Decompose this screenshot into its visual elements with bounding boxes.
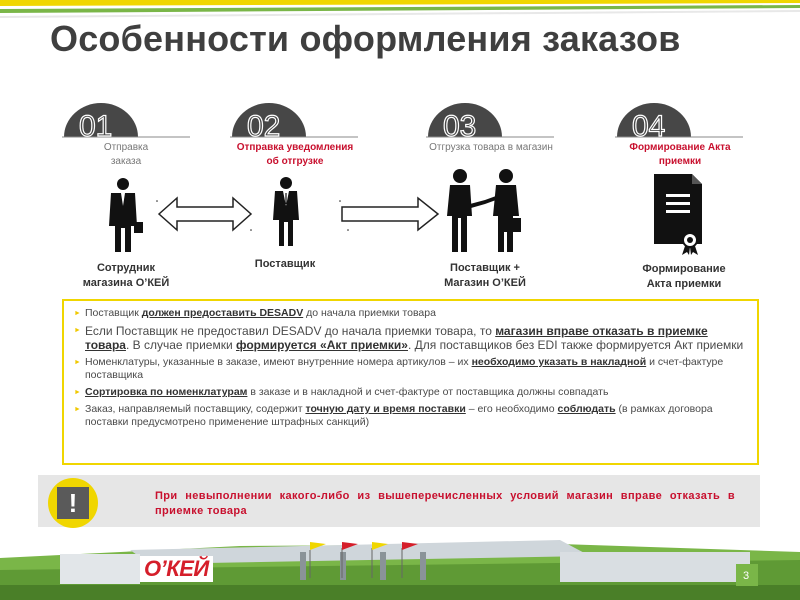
- acceptance-act-document-icon: [654, 174, 702, 255]
- list-item: Сортировка по номенклатурам в заказе и в…: [74, 386, 747, 399]
- okey-logo: О’КЕЙ: [140, 556, 213, 582]
- page-title: Особенности оформления заказов: [50, 18, 681, 59]
- step-number: 03: [443, 110, 476, 143]
- exclamation-icon: !: [57, 487, 89, 519]
- step-03: 03 Отгрузка товара в магазин: [416, 95, 566, 295]
- right-arrow-icon: [339, 196, 440, 232]
- list-item: Если Поставщик не предоставил DESADV до …: [74, 324, 747, 352]
- step-number: 01: [79, 110, 112, 143]
- step-number-badge: 03: [426, 103, 554, 144]
- top-stripes: [0, 0, 800, 18]
- double-arrow-icon: [156, 196, 253, 232]
- list-item: Номенклатуры, указанные в заказе, имеют …: [74, 356, 747, 382]
- handshake-icon: [447, 169, 521, 252]
- requirements-panel: Поставщик должен предоставить DESADV до …: [62, 299, 759, 465]
- supplier-icon: [273, 177, 299, 246]
- footer-store-illustration: [0, 540, 800, 600]
- warning-banner: ! При невыполнении какого-либо из вышепе…: [38, 475, 760, 528]
- step-number-badge: 01: [62, 103, 190, 144]
- step-number: 02: [247, 110, 280, 143]
- step-label: Отправка заказа: [103, 142, 149, 167]
- list-item: Поставщик должен предоставить DESADV до …: [74, 307, 747, 320]
- step-caption: Формирование Акта приемки: [642, 263, 726, 290]
- page-number: 3: [743, 570, 750, 582]
- list-item: Заказ, направляемый поставщику, содержит…: [74, 403, 747, 429]
- requirements-list: Поставщик должен предоставить DESADV до …: [64, 301, 757, 429]
- step-label: Отгрузка товара в магазин: [429, 142, 553, 153]
- step-number: 04: [632, 110, 665, 143]
- warning-text: При невыполнении какого-либо из вышепере…: [155, 490, 735, 517]
- step-label: Отправка уведомления об отгрузке: [236, 142, 354, 167]
- step-02: 02 Отправка уведомления об отгрузке: [220, 95, 370, 295]
- step-label: Формирование Акта приемки: [629, 142, 731, 167]
- step-caption: Сотрудник магазина О’КЕЙ: [82, 262, 170, 289]
- step-04: 04 Формирование Акта приемки: [605, 95, 755, 295]
- step-caption: Поставщик: [254, 258, 316, 270]
- step-caption: Поставщик + Магазин О’КЕЙ: [444, 262, 526, 289]
- step-number-badge: 04: [615, 103, 743, 144]
- step-number-badge: 02: [230, 103, 358, 144]
- store-employee-icon: [109, 178, 143, 252]
- step-01: 01 Отправка заказа: [52, 95, 202, 295]
